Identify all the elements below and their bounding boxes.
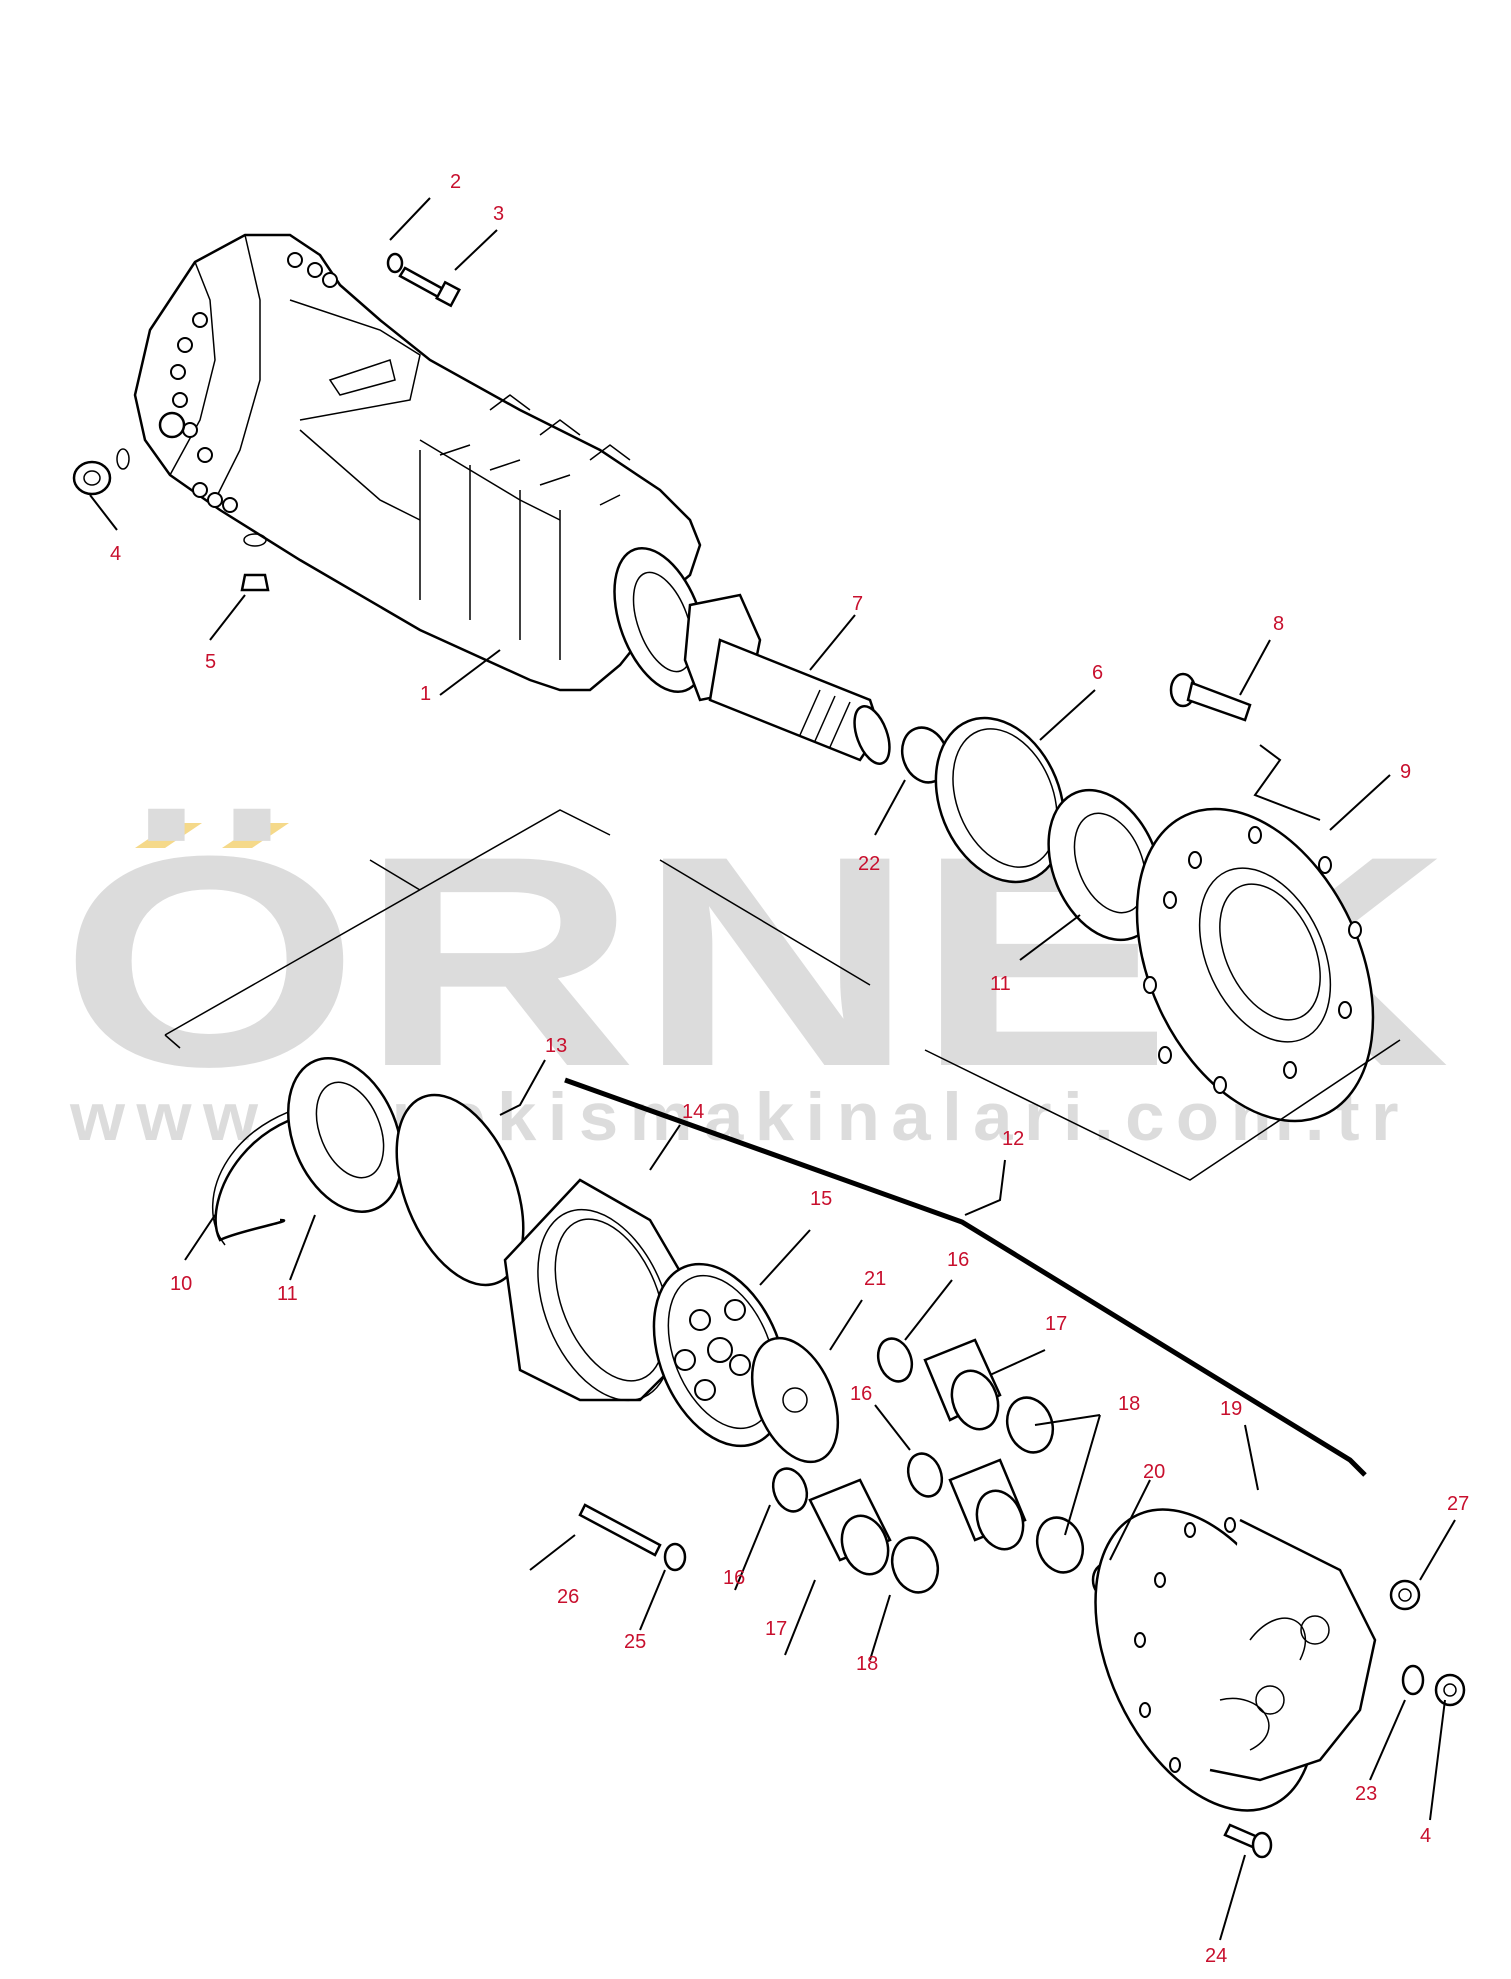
callout-15: 15 [810,1188,832,1210]
callout-16-upper: 16 [947,1249,969,1271]
assembly-bracket-left [164,859,421,1049]
callout-18-upper: 18 [1118,1393,1140,1415]
callout-13: 13 [545,1035,567,1057]
callout-14: 14 [682,1101,704,1123]
callout-8: 8 [1273,613,1284,635]
housing-bolt-holes [170,252,338,513]
callout-3: 3 [493,203,504,225]
callout-12: 12 [1002,1128,1024,1150]
callout-17-upper: 17 [1045,1313,1067,1335]
wheel-bolt-8 [1169,672,1252,722]
breather-5 [240,533,270,592]
bearing-cone-11-lower [286,1057,404,1213]
callout-9: 9 [1400,761,1411,783]
washer-23 [1401,1664,1425,1696]
bearing-cup-6 [934,716,1066,884]
planet-gear-set-upper [876,1337,1055,1454]
callout-22: 22 [858,853,880,875]
wheel-hub-9 [1135,807,1375,1123]
hub-cover-19 [1094,1508,1377,1812]
callout-7: 7 [852,593,863,615]
callout-20: 20 [1143,1461,1165,1483]
planet-carrier-15 [652,1262,788,1448]
watermark-accent-left [135,823,202,848]
callout-labels: 1 2 3 4 5 7 6 8 9 22 11 13 14 12 10 11 1… [110,171,1469,1967]
callout-18-lower: 18 [856,1653,878,1675]
planet-gear-set-lower [771,1467,940,1594]
bolt-3 [386,252,461,308]
bearing-cone-11-upper [1047,788,1163,942]
callout-4-upper: 4 [110,543,121,565]
planet-gear-set-middle [906,1452,1085,1574]
callout-21: 21 [864,1268,886,1290]
retaining-ring-13 [395,1093,525,1287]
thrust-plate-21 [750,1336,840,1464]
callout-25: 25 [624,1631,646,1653]
ring-gear-14 [503,1178,692,1402]
assembly-bracket-upper [164,809,1401,1181]
leader-lines [89,197,1456,1941]
stud-26 [578,1503,687,1572]
callout-27: 27 [1447,1493,1469,1515]
callout-26: 26 [557,1586,579,1608]
callout-16-lower: 16 [723,1567,745,1589]
callout-17-lower: 17 [765,1618,787,1640]
callout-2: 2 [450,171,461,193]
bolt-24 [1223,1823,1273,1859]
plug-4-upper [72,448,130,496]
callout-4-lower: 4 [1420,1825,1431,1847]
axle-housing [133,233,762,702]
plug-4-lower [1434,1673,1466,1707]
callout-10: 10 [170,1273,192,1295]
callout-6: 6 [1092,662,1103,684]
callout-16-middle: 16 [850,1383,872,1405]
assembly-12-brace [564,1077,1367,1477]
watermark-accent-right [222,823,289,848]
nut-27 [1389,1579,1421,1611]
callout-19: 19 [1220,1398,1242,1420]
drive-shaft-7 [708,638,891,765]
callout-11-upper: 11 [990,973,1011,995]
callout-1: 1 [420,683,431,705]
callout-24: 24 [1205,1945,1227,1967]
callout-5: 5 [205,651,216,673]
callout-23: 23 [1355,1783,1377,1805]
callout-11-lower: 11 [277,1283,298,1305]
